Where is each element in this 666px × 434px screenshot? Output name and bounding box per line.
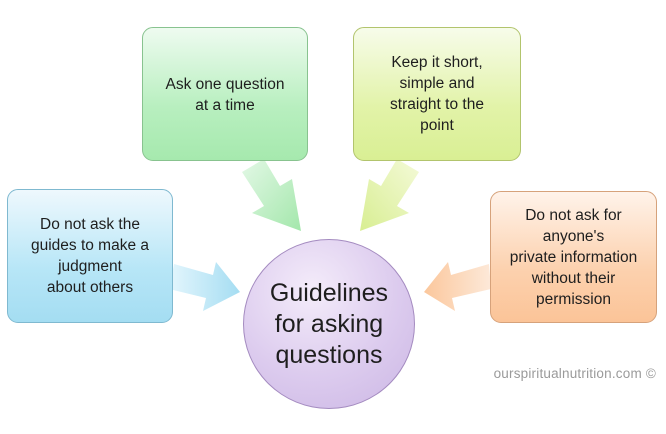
center-label: Guidelines for asking questions [269, 278, 389, 369]
arrow-top-right [360, 159, 419, 231]
arrow-right [424, 262, 491, 311]
guideline-text: Keep it short, simple and straight to th… [390, 54, 484, 134]
guideline-text: Do not ask the guides to make a judgment… [30, 216, 150, 296]
watermark: ourspiritualnutrition.com © [493, 366, 656, 381]
guideline-box-keep-short: Keep it short, simple and straight to th… [353, 27, 521, 161]
arrow-top-left [242, 159, 301, 231]
center-circle: Guidelines for asking questions [243, 239, 415, 409]
guideline-box-privacy: Do not ask for anyone's private informat… [490, 191, 657, 323]
guideline-text: Ask one question at a time [165, 76, 285, 114]
arrow-left [169, 262, 240, 311]
guideline-box-no-judgment: Do not ask the guides to make a judgment… [7, 189, 173, 323]
guideline-box-one-question: Ask one question at a time [142, 27, 308, 161]
guideline-text: Do not ask for anyone's private informat… [509, 206, 638, 308]
